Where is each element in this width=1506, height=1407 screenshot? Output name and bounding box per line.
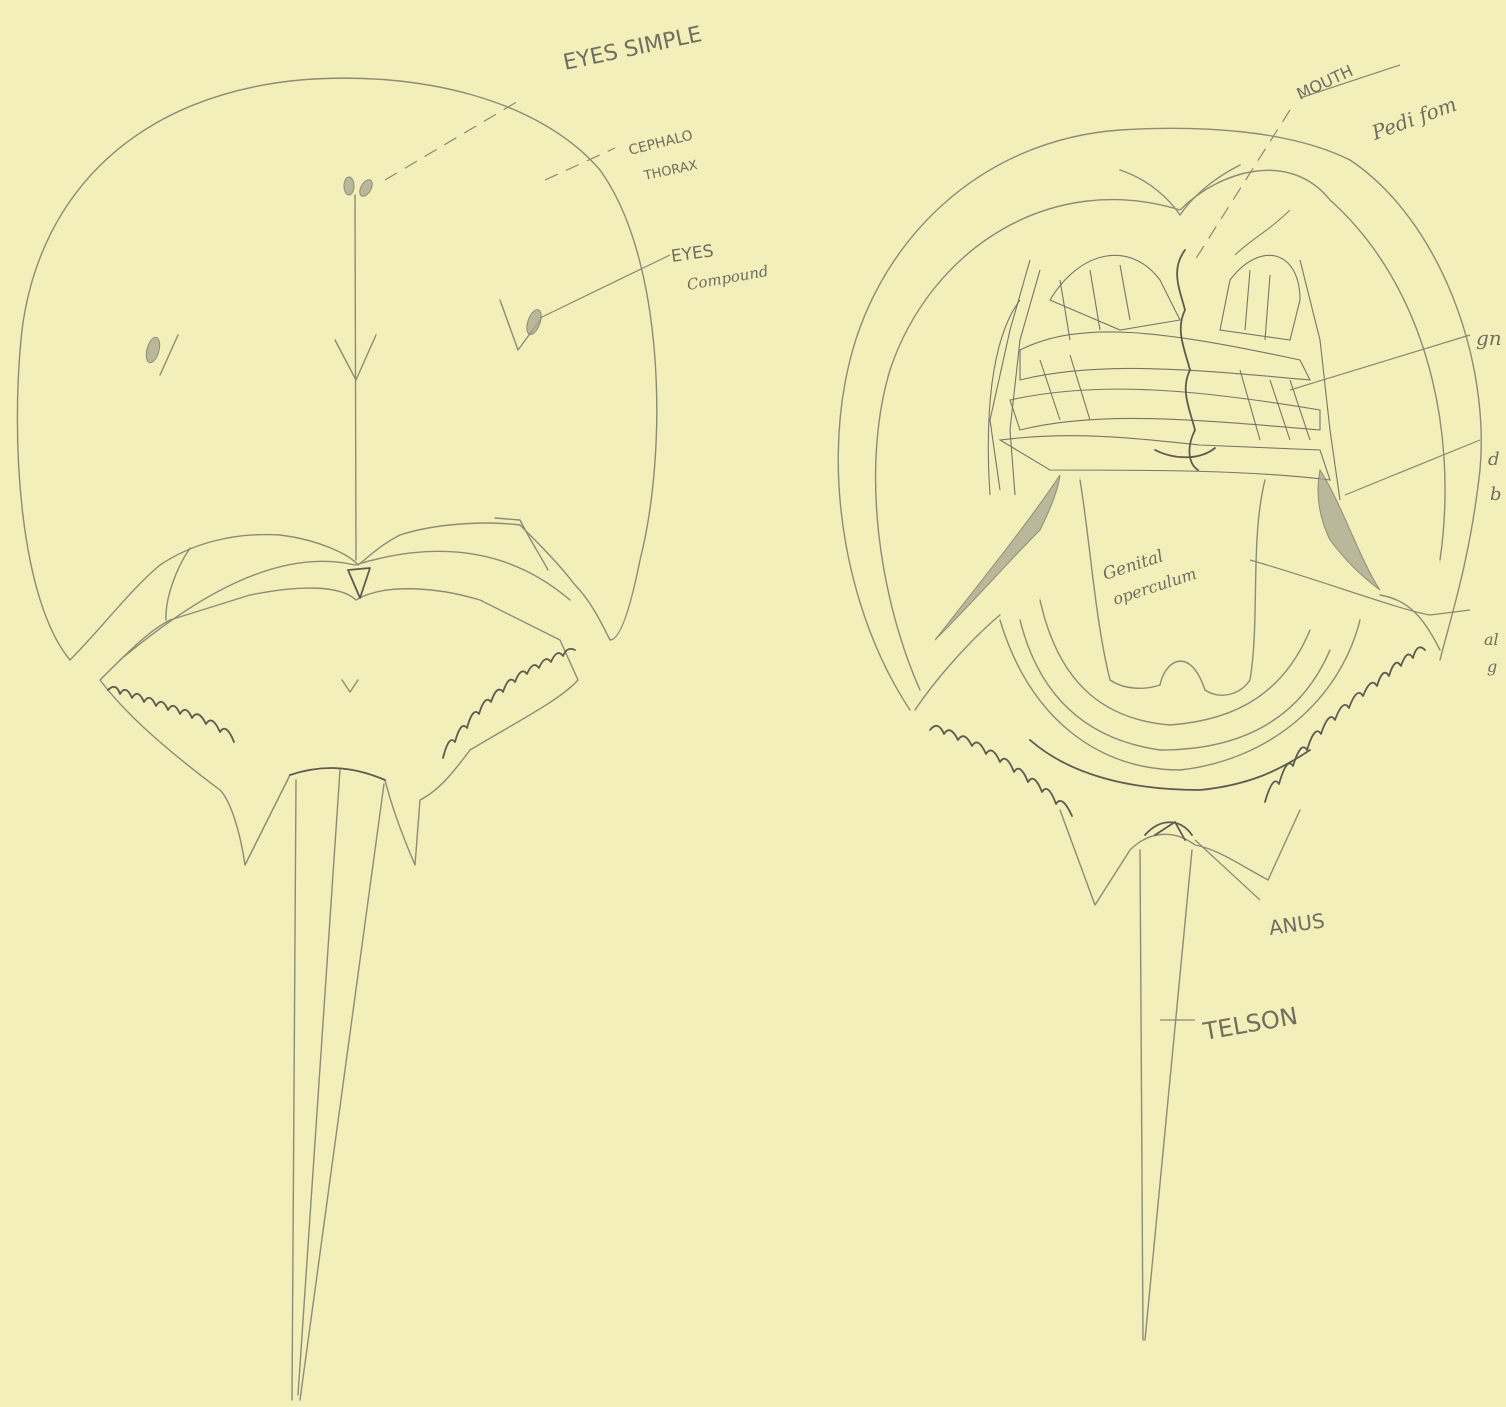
label-eyes-compound-2: Compound: [686, 262, 770, 294]
compound-eye-left: [144, 336, 162, 364]
anal-region: [1145, 822, 1192, 840]
ventral-abdomen-arcs: [1000, 600, 1360, 770]
dorsal-abdomen-outline: [100, 588, 578, 865]
label-cephalothorax-2: THORAX: [642, 158, 699, 184]
simple-eye-right: [357, 178, 375, 199]
dorsal-spines-right: [443, 649, 575, 758]
label-anus: ANUS: [1267, 908, 1326, 940]
label-pediform: Pedi fom: [1368, 92, 1460, 145]
simple-eye-left: [344, 177, 354, 195]
ventral-telson: [1140, 850, 1192, 1340]
label-right-edge-5: g: [1487, 657, 1497, 676]
leader-cephalothorax: [545, 148, 615, 180]
leader-eyes-compound: [540, 255, 670, 318]
label-right-edge-3: b: [1490, 484, 1502, 505]
leader-right-middle: [1345, 440, 1480, 495]
dorsal-carapace-outline: [17, 78, 656, 660]
label-right-edge-1: gn: [1476, 326, 1502, 350]
label-eyes-compound-1: EYES: [670, 241, 715, 267]
ventral-view-figure: [838, 128, 1481, 1340]
ventral-spines-right: [1265, 647, 1425, 802]
dorsal-spines-left: [108, 687, 234, 742]
dorsal-telson-base: [290, 768, 385, 780]
label-telson: TELSON: [1200, 1002, 1300, 1046]
dorsal-view-figure: [17, 78, 656, 1400]
chilaria: [1177, 250, 1198, 470]
leader-pediform: [1235, 210, 1290, 255]
label-cephalothorax-1: CEPHALO: [627, 128, 694, 159]
compound-eye-right: [524, 308, 544, 337]
label-mouth: MOUTH: [1294, 61, 1356, 104]
dorsal-hinge: [120, 551, 570, 660]
dorsal-telson: [292, 770, 384, 1400]
ventral-abdomen-outline: [1030, 740, 1310, 790]
pusher-leg-left: [935, 475, 1060, 640]
dorsal-abdomen-mark: [342, 680, 358, 692]
label-right-edge-2: d: [1488, 449, 1500, 470]
leader-eyes-simple: [385, 100, 520, 180]
pusher-leg-right: [1318, 470, 1380, 590]
leader-right-upper: [1290, 335, 1470, 390]
ventral-spines-left: [930, 726, 1072, 816]
label-eyes-simple: EYES SIMPLE: [561, 22, 704, 76]
dorsal-triangle-mark: [348, 568, 370, 598]
label-right-edge-4: al: [1484, 630, 1499, 649]
dorsal-ridge-mark-left: [160, 335, 178, 375]
ventral-notch: [1120, 165, 1240, 215]
